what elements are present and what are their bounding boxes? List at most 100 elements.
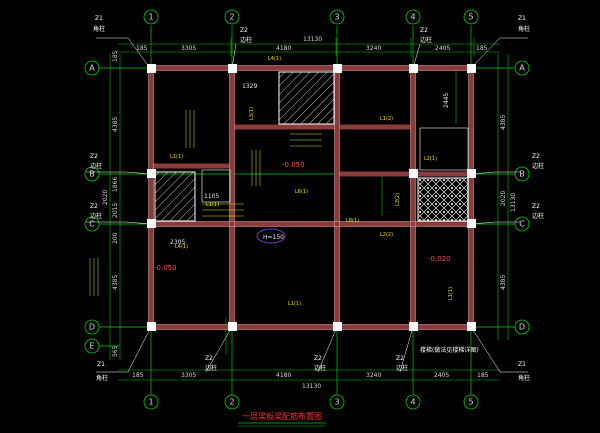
dim-text: 4180 (276, 45, 291, 52)
axis-label-top-3: 3 (334, 13, 339, 22)
note-text: 1105 (204, 193, 219, 200)
column (467, 322, 476, 331)
beam-tag: L1(2) (380, 116, 393, 122)
column (467, 219, 476, 228)
dim-text: 200 (112, 232, 119, 244)
axis-label-bottom-4: 4 (410, 398, 415, 407)
column-label-sub: 边柱 (205, 364, 217, 372)
dim-text: 1866 (112, 177, 119, 192)
beam-tag: L3(2) (395, 193, 401, 206)
dim-text: 185 (477, 372, 489, 379)
dim-text: 3240 (366, 45, 381, 52)
top-dimensions: 185 3305 13130 4180 3240 2405 185 (136, 36, 488, 52)
dim-text: 2020 (102, 190, 109, 205)
column-label: Z2 (396, 355, 404, 362)
beam-tag: L4(1) (268, 56, 281, 62)
beam-tag: L3(1) (249, 107, 255, 120)
beam-tag: L2(1) (424, 156, 437, 162)
beam-tag: L1(1) (170, 154, 183, 160)
column (409, 64, 418, 73)
column-label: Z2 (90, 203, 98, 210)
column-label: Z2 (90, 153, 98, 160)
column-label-sub: 角柱 (518, 374, 530, 382)
axis-label-bottom-2: 2 (229, 398, 234, 407)
column-label-sub: 边柱 (90, 162, 102, 170)
dimension-lines (109, 38, 509, 381)
right-dimensions: 4385 13130 2020 4385 (500, 115, 517, 290)
column-label-sub: 边柱 (90, 212, 102, 220)
axis-label-left-A: A (89, 64, 95, 73)
dim-text: 13130 (302, 383, 321, 390)
beam-tag: L1(1) (206, 202, 219, 208)
column-label: Z2 (314, 355, 322, 362)
column (467, 64, 476, 73)
note-text: 1329 (242, 83, 257, 90)
dim-text: 4385 (112, 117, 119, 132)
column-label: Z2 (532, 153, 540, 160)
dim-text: 2405 (435, 45, 450, 52)
beam-tags: L4(1) L3(1) L1(1) L1(2) L6(1) L2(1) L4(1… (170, 56, 454, 307)
column (467, 169, 476, 178)
column-label: Z1 (518, 361, 526, 368)
column (333, 322, 342, 331)
bottom-dimensions: 185 3305 4180 3240 2405 185 13130 (132, 372, 489, 390)
axis-label-right-B: B (519, 170, 525, 179)
drawing-title: 一层梁板梁配筋布置图 (242, 411, 322, 421)
small-notes: 1329 2445 2305 1105 (170, 83, 450, 246)
column-label: Z1 (97, 361, 105, 368)
column-label: Z1 (518, 15, 526, 22)
highlight-label: H=150 (263, 234, 284, 241)
column-label-sub: 角柱 (96, 374, 108, 382)
stair-note: 楼梯(做法见楼梯详图) (420, 346, 479, 354)
axis-label-top-4: 4 (410, 13, 415, 22)
column-label-sub: 边柱 (314, 364, 326, 372)
column (409, 322, 418, 331)
highlight-ellipse (256, 228, 286, 244)
axis-label-top-2: 2 (229, 13, 234, 22)
axis-bubbles (84, 9, 530, 410)
dim-text: 4385 (500, 115, 507, 130)
dim-text: 4180 (276, 372, 291, 379)
dim-text: 185 (112, 50, 119, 62)
dim-text: 3240 (366, 372, 381, 379)
dim-text: 185 (132, 372, 144, 379)
axis-bubble-labels: 1 2 3 4 5 1 2 3 4 5 A B C D E A B C D (89, 13, 525, 407)
dim-text: 3305 (181, 45, 196, 52)
stair-hatch-area (417, 177, 469, 222)
axis-label-bottom-5: 5 (468, 398, 473, 407)
dim-text: 2020 (500, 191, 507, 206)
column-label-sub: 边柱 (240, 36, 252, 44)
column-label: Z2 (420, 27, 428, 34)
column (147, 64, 156, 73)
dim-text: 4385 (500, 275, 507, 290)
column (147, 169, 156, 178)
axis-label-bottom-3: 3 (334, 398, 339, 407)
dim-text: 185 (136, 45, 148, 52)
column (147, 219, 156, 228)
column-labels: Z1 角柱 Z2 边柱 Z2 边柱 Z1 角柱 Z2 边柱 Z2 边柱 Z2 边… (90, 15, 544, 382)
beam-tag: L1(1) (448, 287, 454, 300)
column-label-sub: 边柱 (532, 162, 544, 170)
column (333, 64, 342, 73)
column-label-leaders (86, 37, 528, 373)
dim-text: 2405 (434, 372, 449, 379)
opening-outline (201, 169, 231, 203)
column-label: Z2 (240, 27, 248, 34)
dim-text: 565 (112, 345, 119, 357)
axis-label-top-1: 1 (148, 13, 153, 22)
column (147, 322, 156, 331)
beams (148, 65, 474, 330)
opening-outline-2 (419, 127, 469, 171)
column-label-sub: 边柱 (420, 36, 432, 44)
dim-text: 3305 (181, 372, 196, 379)
reinforcement-annotations (89, 110, 322, 296)
note-text: 2305 (170, 239, 185, 246)
column-label: Z1 (95, 15, 103, 22)
column-label: Z2 (205, 355, 213, 362)
beam-tag: L4(1) (175, 244, 188, 250)
dim-text: 13130 (303, 36, 322, 43)
elevation-label: -0.050 (154, 264, 177, 272)
beam-tag: L6(1) (295, 189, 308, 195)
axis-label-left-E: E (89, 342, 94, 351)
elevation-label: -0.020 (428, 255, 451, 263)
